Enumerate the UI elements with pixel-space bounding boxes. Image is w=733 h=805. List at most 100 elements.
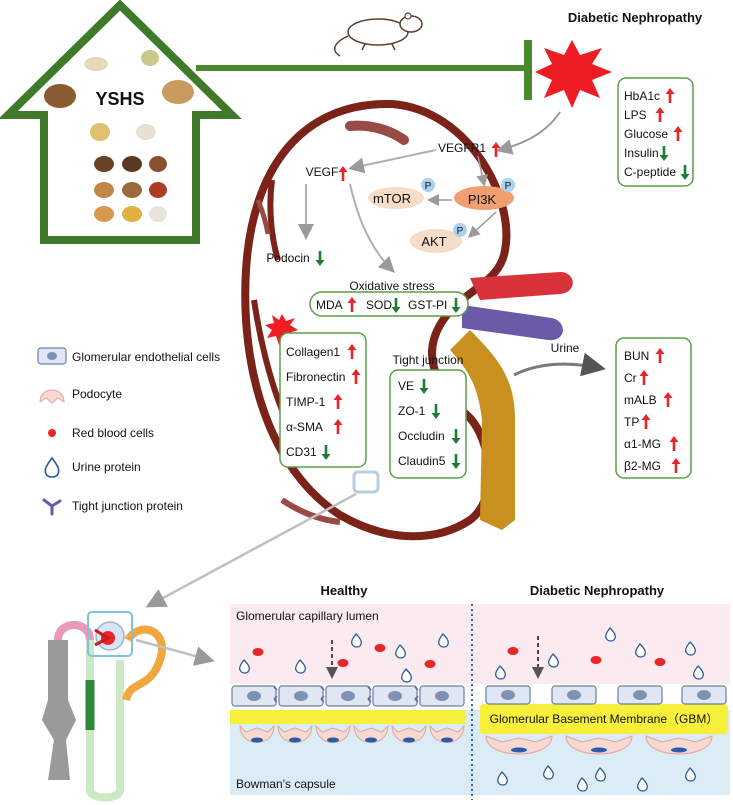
- fibrosis-marker-label: Fibronectin: [286, 370, 345, 384]
- endothelial-nucleus: [567, 690, 581, 700]
- red-blood-cell-icon: [48, 429, 56, 437]
- endothelial-nucleus: [501, 690, 515, 700]
- red-blood-cell: [374, 644, 386, 652]
- renal-vein: [462, 305, 563, 341]
- urine-protein: [684, 767, 696, 782]
- tight-junction-marker-label: VE: [398, 379, 414, 393]
- serum-marker-label: Insulin: [624, 146, 659, 160]
- yshs-herbal-formula: YSHS: [0, 0, 242, 244]
- akt-node: AKT P: [410, 223, 467, 253]
- disease-starburst-icon: [535, 40, 612, 108]
- urine-protein: [576, 777, 588, 792]
- glomerulus-zoom-marker: [352, 470, 380, 494]
- pi3k-phospho-label: P: [505, 181, 512, 192]
- podocyte-nucleus: [365, 737, 377, 743]
- urine-marker-label: mALB: [624, 393, 657, 407]
- gbm-label: Glomerular Basement Membrane（GBM）: [490, 712, 719, 726]
- urine-protein: [350, 633, 362, 648]
- ureter: [450, 330, 515, 530]
- tight-junction-marker-label: ZO-1: [398, 404, 426, 418]
- oxidative-stress-title: Oxidative stress: [349, 279, 434, 293]
- mtor-label: mTOR: [373, 191, 411, 206]
- urine-protein: [547, 653, 559, 668]
- tight-junction-marker-label: Claudin5: [398, 454, 446, 468]
- red-blood-cell: [252, 648, 264, 656]
- dn-panel-title: Diabetic Nephropathy: [530, 583, 665, 598]
- podocyte: [645, 735, 713, 755]
- endothelial-nucleus: [388, 691, 402, 701]
- podocyte-nucleus: [289, 737, 301, 743]
- urine-protein: [604, 627, 616, 642]
- tight-junction-protein: [367, 686, 372, 703]
- tight-junction-protein: [273, 686, 278, 703]
- mtor-phospho-label: P: [425, 181, 432, 192]
- red-blood-cell: [654, 658, 666, 666]
- tight-junction-marker-label: Occludin: [398, 429, 445, 443]
- urine-protein: [634, 643, 646, 658]
- fibrosis-marker-label: TIMP-1: [286, 395, 326, 409]
- oxidative-marker-label: MDA: [316, 298, 343, 312]
- podocin-label: Podocin: [266, 251, 309, 265]
- red-blood-cell: [590, 656, 602, 664]
- vegfr1-label: VEGFR1: [438, 141, 486, 155]
- lumen-label: Glomerular capillary lumen: [236, 609, 379, 623]
- podocin-node: Podocin: [266, 251, 325, 266]
- podocyte: [391, 724, 427, 743]
- podocyte: [485, 735, 553, 755]
- urine-protein-icon: [44, 456, 60, 478]
- vegfr1-up-arrow: [491, 142, 501, 157]
- endothelial-nucleus: [697, 690, 711, 700]
- urine-protein: [496, 771, 508, 786]
- podocyte: [315, 724, 351, 743]
- pathway-arrows: [298, 149, 497, 273]
- red-blood-cell: [507, 647, 519, 655]
- rat-icon: [333, 12, 423, 57]
- akt-label: AKT: [421, 234, 446, 249]
- treatment-label: YSHS: [95, 89, 144, 109]
- endothelial-nucleus: [294, 691, 308, 701]
- fibrosis-marker-label: Collagen1: [286, 345, 340, 359]
- glomerular-filtration-panels: Glomerular capillary lumen Bowman's caps…: [230, 604, 730, 800]
- tight-junction-protein-icon: [42, 498, 62, 516]
- vegf-label: VEGF: [306, 165, 339, 179]
- endothelial-nucleus: [341, 691, 355, 701]
- endothelial-nucleus: [633, 690, 647, 700]
- diabetic-nephropathy-title: Diabetic Nephropathy: [568, 10, 703, 25]
- urine-marker-label: α1-MG: [624, 437, 661, 451]
- renal-artery: [470, 272, 573, 300]
- urine-title: Urine: [551, 341, 580, 355]
- urine-protein: [542, 765, 554, 780]
- podocyte-nucleus: [441, 737, 453, 743]
- nephron-illustration: [42, 611, 215, 802]
- bowman-label: Bowman's capsule: [236, 777, 336, 791]
- serum-marker-label: HbA1c: [624, 89, 660, 103]
- pi3k-label: PI3K: [468, 192, 497, 207]
- podocyte-nucleus: [671, 747, 687, 753]
- mtor-node: mTOR P: [368, 178, 435, 209]
- tight-junction-title: Tight junction: [393, 353, 464, 367]
- podocyte-nucleus: [403, 737, 415, 743]
- serum-marker-label: LPS: [624, 108, 647, 122]
- legend-label: Tight junction protein: [72, 499, 183, 513]
- legend-label: Urine protein: [72, 460, 141, 474]
- urine-marker-label: Cr: [624, 371, 637, 385]
- urine-protein: [684, 641, 696, 656]
- urine-marker-label: BUN: [624, 349, 649, 363]
- oxidative-marker-label: GST-PI: [408, 298, 447, 312]
- urine-protein: [594, 767, 606, 782]
- urine-protein: [400, 668, 412, 683]
- podocyte-nucleus: [251, 737, 263, 743]
- endothelial-nucleus: [247, 691, 261, 701]
- urine-protein: [692, 665, 704, 680]
- vegfr1-node: VEGFR1: [438, 141, 501, 157]
- tight-junction-protein: [320, 686, 325, 703]
- podocyte: [239, 724, 275, 743]
- podocyte-nucleus: [511, 747, 527, 753]
- urine-marker-label: TP: [624, 415, 639, 429]
- endothelial-cell-icon: [37, 347, 67, 365]
- fibrosis-marker-label: CD31: [286, 445, 317, 459]
